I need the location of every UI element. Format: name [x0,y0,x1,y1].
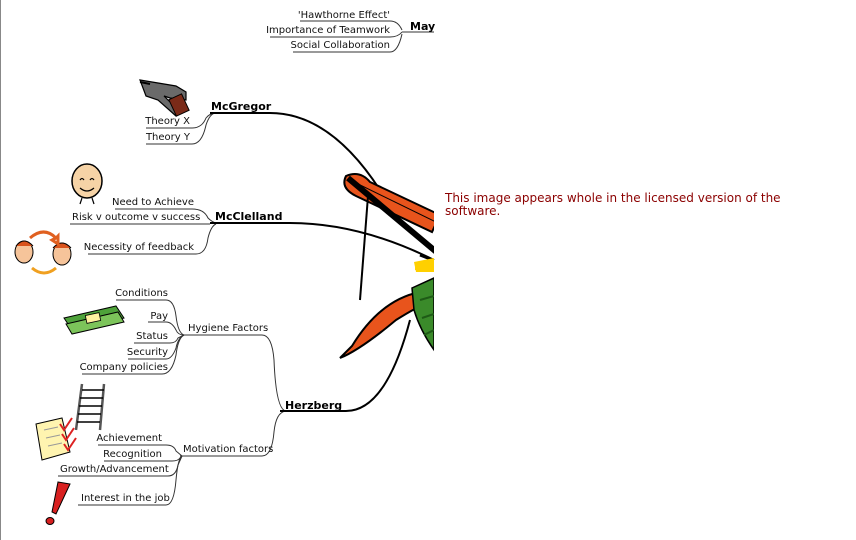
ladder-icon [74,383,106,431]
branch-title-mcclelland: McClelland [215,210,283,223]
branch-title-herzberg: Herzberg [285,399,343,412]
hygiene-item-status: Status [136,331,168,342]
mayo-item-hawthorne: 'Hawthorne Effect' [297,10,390,21]
hygiene-connectors [82,299,287,412]
branch-title-mcgregor: McGregor [211,100,272,113]
mcgregor-item-theory-y: Theory Y [145,132,190,143]
money-icon [63,305,125,335]
mcclelland-item-risk: Risk v outcome v success [72,212,201,223]
mcclelland-item-feedback: Necessity of feedback [83,242,194,253]
mcgregor-item-theory-x: Theory X [145,116,190,127]
motivation-item-recognition: Recognition [103,449,162,460]
branch-title-mayo: May [410,20,436,33]
mcclelland-item-achieve: Need to Achieve [111,197,194,208]
mayo-item-collaboration: Social Collaboration [290,40,390,51]
license-notice: This image appears whole in the licensed… [445,191,781,218]
smiling-face-icon [71,163,103,205]
motivation-connectors [58,410,287,506]
hygiene-item-conditions: Conditions [115,288,168,299]
left-border [0,0,1,540]
exchange-faces-icon [14,230,72,275]
mayo-connectors [270,20,434,53]
hygiene-item-pay: Pay [150,311,168,322]
checklist-icon [35,417,77,461]
exclamation-icon [45,481,71,525]
mcgregor-connectors [146,112,381,191]
carrot-stick-icon [339,173,434,359]
motivation-item-interest: Interest in the job [81,493,170,504]
center-topic-label: Mo [414,260,433,273]
mcclelland-connectors [70,208,435,261]
gun-icon [139,79,190,117]
motivation-item-growth: Growth/Advancement [60,464,169,475]
hygiene-item-security: Security [126,347,168,358]
subbranch-title-motivation: Motivation factors [183,444,274,455]
subbranch-title-hygiene: Hygiene Factors [188,323,269,334]
hygiene-item-policies: Company policies [79,362,168,373]
motivation-item-achievement: Achievement [96,433,162,444]
mayo-item-teamwork: Importance of Teamwork [266,25,390,36]
herzberg-main-connector [280,319,411,412]
